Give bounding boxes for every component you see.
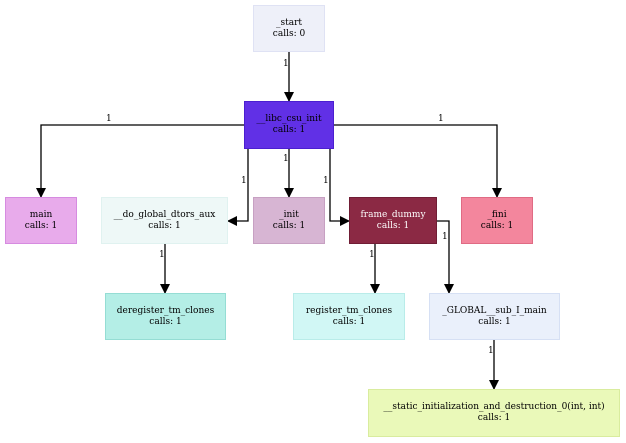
edge-label-start-libc: 1 — [283, 59, 289, 69]
node-name: _GLOBAL__sub_I_main — [442, 305, 547, 316]
node-name: _start — [275, 17, 303, 28]
edge-label-frame-global: 1 — [442, 232, 448, 242]
node-name: register_tm_clones — [305, 305, 393, 316]
node-calls: calls: 1 — [148, 220, 181, 231]
edge-libc-fini — [334, 124, 502, 198]
node-name: __static_initialization_and_destruction_… — [383, 402, 605, 412]
edge-label-libc-init: 1 — [283, 154, 289, 164]
node-calls: calls: 1 — [332, 316, 366, 327]
edge-label-libc-fini: 1 — [438, 114, 444, 124]
node-calls: calls: 1 — [480, 220, 514, 231]
edge-frame-global — [437, 220, 454, 294]
node-name: _init — [279, 209, 299, 220]
node-calls: calls: 1 — [477, 413, 511, 423]
node-name: __do_global_dtors_aux — [113, 209, 216, 220]
node-calls: calls: 1 — [272, 220, 306, 231]
node-calls: calls: 1 — [272, 125, 306, 135]
edge-label-dtors-deregister: 1 — [159, 250, 165, 260]
node-name: frame_dummy — [360, 209, 426, 220]
node-calls: calls: 1 — [376, 220, 410, 231]
edge-label-libc-dtors: 1 — [241, 176, 247, 186]
node-calls: calls: 1 — [149, 316, 182, 327]
edge-libc-main — [36, 124, 244, 198]
edge-label-frame-register: 1 — [369, 250, 375, 260]
edge-libc-frame — [329, 149, 350, 226]
edge-label-libc-main: 1 — [106, 114, 112, 124]
node-calls: calls: 0 — [272, 28, 306, 39]
edge-libc-dtors — [227, 149, 249, 226]
node-name: deregister_tm_clones — [116, 305, 215, 316]
node-static[interactable]: __static_initialization_and_destruction_… — [368, 389, 620, 437]
edge-label-libc-frame: 1 — [323, 176, 329, 186]
node-calls: calls: 1 — [478, 316, 511, 327]
edge-label-global-static: 1 — [488, 346, 494, 356]
node-name: _fini — [487, 209, 507, 220]
node-calls: calls: 1 — [24, 220, 58, 231]
node-name: main — [29, 209, 53, 220]
node-name: __libc_csu_init — [256, 114, 322, 124]
